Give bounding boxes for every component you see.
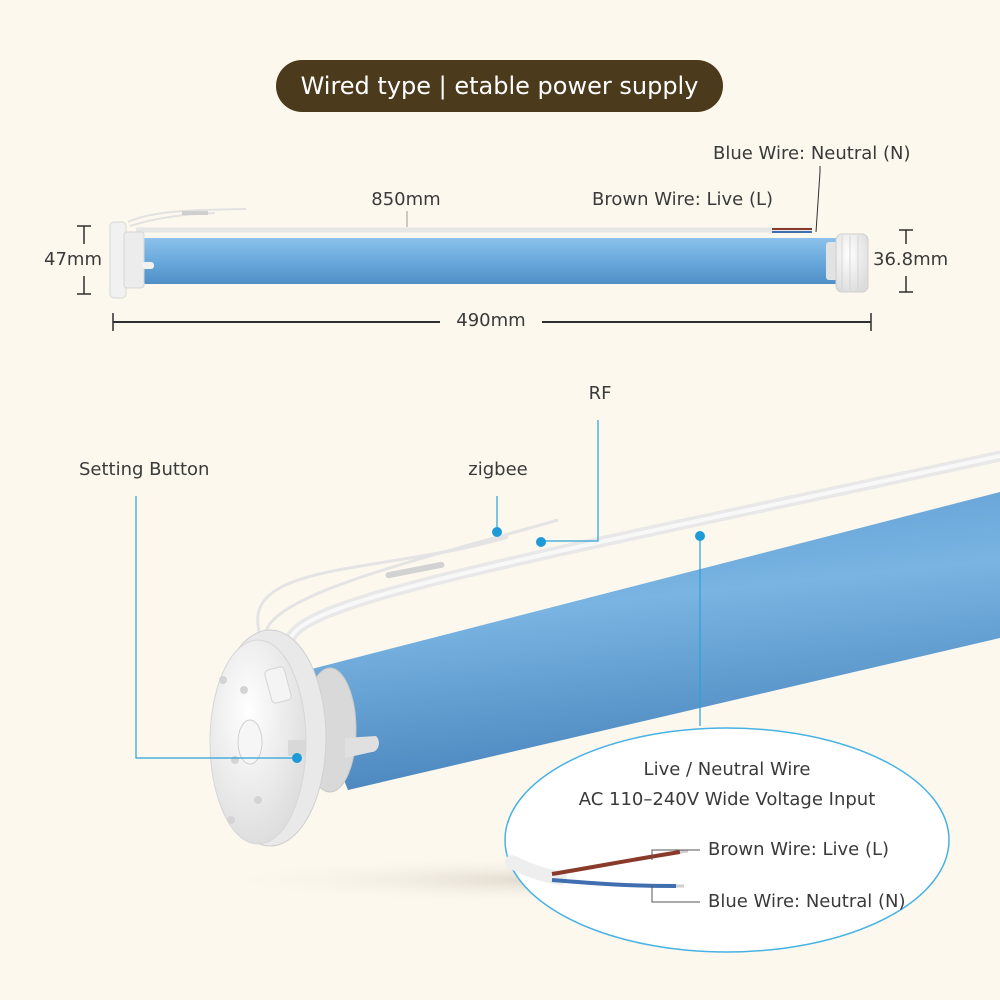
top-motor-end-cap: [835, 233, 869, 293]
page-title: Wired type | etable power supply: [300, 72, 699, 100]
top-motor: [109, 208, 869, 299]
head-diameter-label: 47mm: [44, 249, 102, 270]
top-antenna-sleeve: [182, 211, 208, 215]
page-title-pill: Wired type | etable power supply: [276, 60, 723, 112]
callout-bubble: [504, 727, 950, 953]
head-latch: [264, 666, 292, 704]
cable-end: [505, 855, 567, 885]
callout-blue-wire: [551, 878, 677, 888]
antenna-sleeve: [385, 561, 445, 579]
callout-title-line1: Live / Neutral Wire: [643, 759, 811, 780]
callout-blue-wire-label: Blue Wire: Neutral (N): [708, 891, 906, 912]
top-brown-wire-label: Brown Wire: Live (L): [592, 189, 774, 210]
head-shaft: [237, 719, 263, 765]
motor-tab: [345, 736, 379, 758]
rf-label: RF: [588, 383, 612, 404]
leader-dots: [292, 527, 705, 763]
motor-tube: [300, 492, 1000, 790]
top-blue-wire-label: Blue Wire: Neutral (N): [713, 143, 911, 164]
setting-button-icon: [288, 740, 306, 756]
zigbee-label: zigbee: [468, 459, 528, 480]
top-dimension-lines: [77, 166, 913, 331]
tube-length-label: 490mm: [456, 310, 526, 331]
tube-diameter-label: 36.8mm: [873, 249, 949, 270]
top-motor-notch: [142, 262, 154, 269]
top-antenna-wire-1: [127, 208, 247, 223]
cable-length-label: 850mm: [371, 189, 441, 210]
zigbee-antenna: [263, 518, 559, 647]
callout-brown-wire-label: Brown Wire: Live (L): [708, 839, 890, 860]
callout-brown-wire: [551, 850, 681, 876]
leader-lines: [135, 420, 701, 759]
setting-button-label: Setting Button: [79, 459, 210, 480]
callout-title-line2: AC 110–240V Wide Voltage Input: [578, 789, 876, 810]
top-motor-collar: [123, 231, 145, 289]
top-motor-tube: [142, 238, 844, 284]
